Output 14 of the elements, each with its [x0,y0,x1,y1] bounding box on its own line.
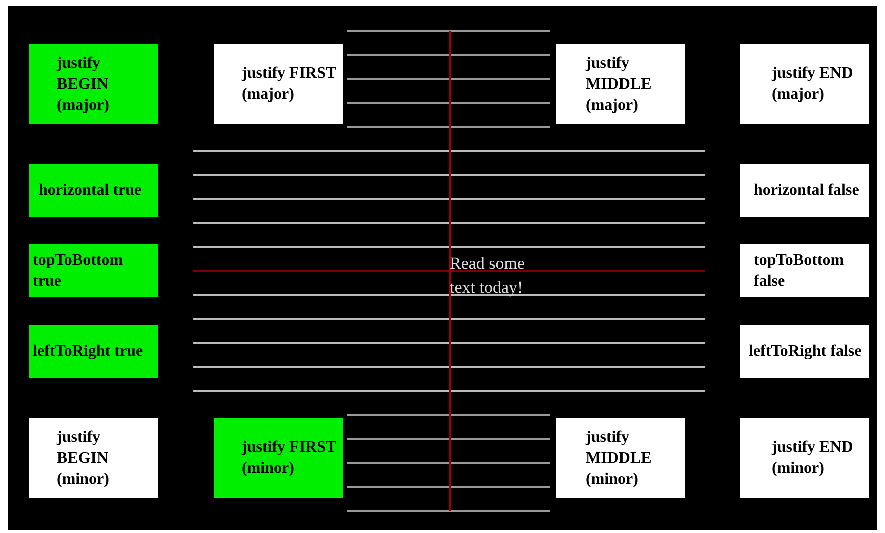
option-box: justify MIDDLE (minor) [556,418,685,498]
option-box: horizontal true [29,164,158,217]
option-box: justify BEGIN (major) [29,44,158,124]
option-box: leftToRight false [740,325,869,378]
option-box: justify FIRST (major) [214,44,343,124]
option-box: horizontal false [740,164,869,217]
option-box: justify END (minor) [740,418,869,498]
option-box: justify FIRST (minor) [214,418,343,498]
option-box: topToBottom false [740,244,869,297]
option-box: justify END (major) [740,44,869,124]
option-box: justify MIDDLE (major) [556,44,685,124]
option-box: justify BEGIN (minor) [29,418,158,498]
option-box: topToBottom true [29,244,158,297]
option-box: leftToRight true [29,325,158,378]
